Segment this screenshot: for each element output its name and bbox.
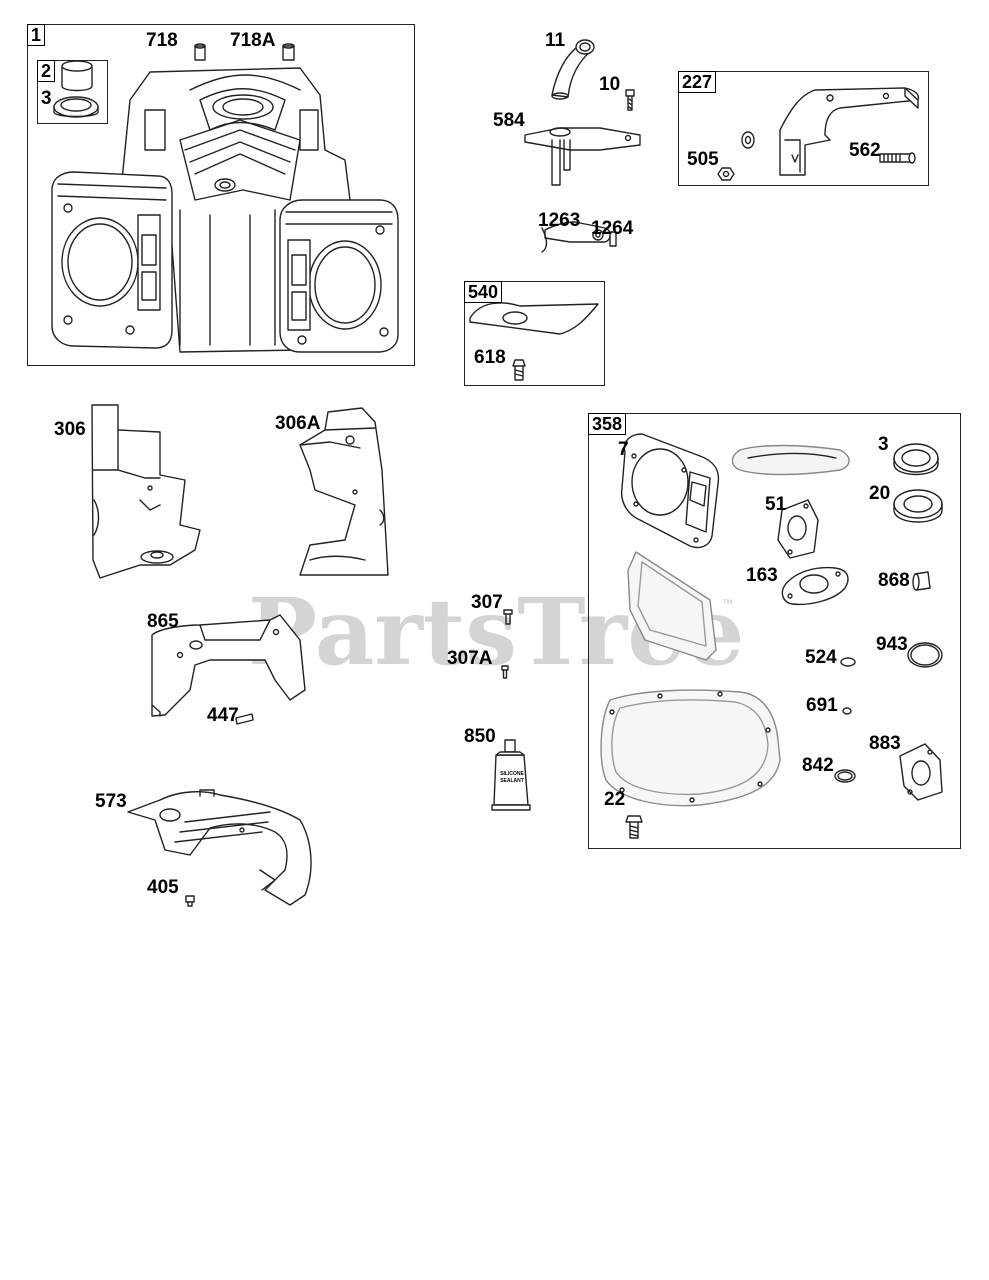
part-label-1263[interactable]: 1263 xyxy=(538,210,581,231)
part-label-163[interactable]: 163 xyxy=(746,565,778,586)
part-label-850[interactable]: 850 xyxy=(464,726,496,747)
part-label-20[interactable]: 20 xyxy=(869,483,891,504)
part-label-307[interactable]: 307 xyxy=(471,592,503,613)
part-label-691[interactable]: 691 xyxy=(806,695,838,716)
part-label-883[interactable]: 883 xyxy=(869,733,901,754)
part-label-718a[interactable]: 718A xyxy=(230,30,276,51)
part-label-718[interactable]: 718 xyxy=(146,30,178,51)
tube-label-line2: SEALANT xyxy=(500,778,524,784)
part-label-505[interactable]: 505 xyxy=(687,149,719,170)
sleeve-718 xyxy=(194,45,206,61)
sleeve-718a xyxy=(282,45,295,61)
group-tag-540[interactable]: 540 xyxy=(464,281,503,303)
group-box-cylinder xyxy=(27,24,415,366)
part-label-306[interactable]: 306 xyxy=(54,419,86,440)
part-label-618[interactable]: 618 xyxy=(474,347,506,368)
part-label-3-seal[interactable]: 3 xyxy=(41,88,52,109)
part-label-306a[interactable]: 306A xyxy=(275,413,321,434)
part-label-7[interactable]: 7 xyxy=(618,439,629,460)
group-tag-1[interactable]: 1 xyxy=(27,24,46,46)
group-tag-2[interactable]: 2 xyxy=(37,60,56,82)
part-label-562[interactable]: 562 xyxy=(849,140,881,161)
part-label-22[interactable]: 22 xyxy=(604,789,626,810)
tube-label-line1: SILICONE xyxy=(500,771,524,777)
part-label-51[interactable]: 51 xyxy=(765,494,787,515)
part-label-10[interactable]: 10 xyxy=(599,74,621,95)
part-label-842[interactable]: 842 xyxy=(802,755,834,776)
group-tag-358[interactable]: 358 xyxy=(588,413,627,435)
part-label-11[interactable]: 11 xyxy=(545,30,566,51)
part-label-573[interactable]: 573 xyxy=(95,791,127,812)
group-box-gasket-set xyxy=(588,413,961,849)
group-box-bearing xyxy=(37,60,108,124)
part-label-1264[interactable]: 1264 xyxy=(591,218,634,239)
part-label-3-ring[interactable]: 3 xyxy=(878,434,889,455)
group-box-bracket xyxy=(678,71,929,186)
part-label-447[interactable]: 447 xyxy=(207,705,239,726)
trademark-symbol: ™ xyxy=(722,598,733,610)
part-label-943[interactable]: 943 xyxy=(876,634,908,655)
part-label-868[interactable]: 868 xyxy=(878,570,910,591)
group-box-gasket-540 xyxy=(464,281,605,386)
group-tag-227[interactable]: 227 xyxy=(678,71,717,93)
part-label-865[interactable]: 865 xyxy=(147,611,179,632)
part-label-524[interactable]: 524 xyxy=(805,647,837,668)
part-label-307a[interactable]: 307A xyxy=(447,648,493,669)
cylinder-block-drawing xyxy=(51,67,399,353)
part-label-584[interactable]: 584 xyxy=(493,110,525,131)
part-label-405[interactable]: 405 xyxy=(147,877,179,898)
